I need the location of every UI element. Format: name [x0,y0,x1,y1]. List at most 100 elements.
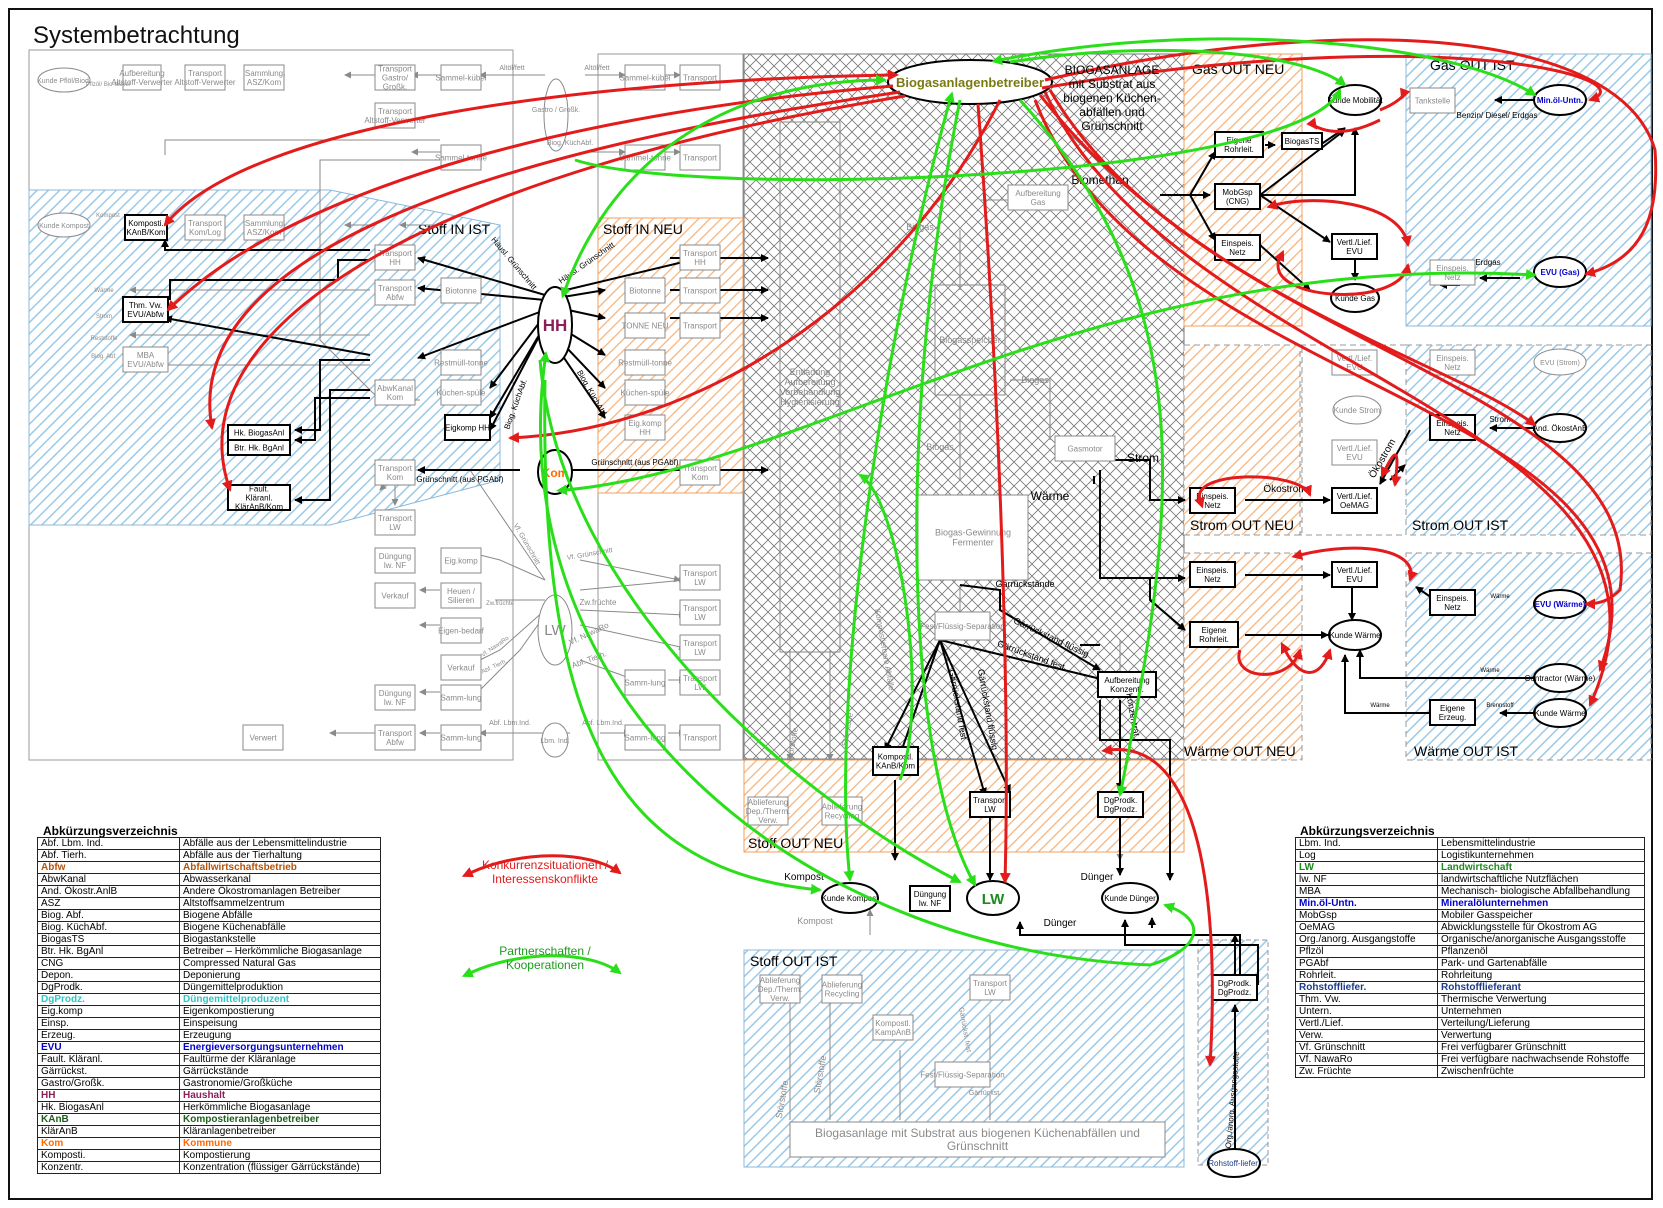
legend-desc: Kommune [179,1137,381,1150]
box-sammelkuebel: Sammel-kübel [435,64,487,91]
box-label: Samm-lung [625,678,666,687]
legend-desc: Mineralölunternehmen [1437,897,1645,910]
kunde-waerme-neu-node [1328,619,1382,651]
box-label: DgProdk.DgProdz. [1104,796,1137,814]
legend-desc: Abfälle aus der Tierhaltung [179,849,381,862]
box-eigkomp-left: Eig.komp [440,547,482,574]
evu-waerme-label: EVU (Wärme) [1535,600,1586,609]
region-title-stoff-out-ist: Stoff OUT IST [750,953,838,969]
box-label: Küchen-spüle [437,388,486,397]
legend-row: DgProdz.Düngemittelproduzent [37,993,381,1006]
edge-label-abf-tierh: Abf. Tierh. [481,658,509,675]
legend-desc: Einspeisung [179,1017,381,1030]
legend-abbr: CNG [37,957,180,970]
legend-row: Verw.Verwertung [1295,1029,1645,1042]
box-label: Verkauf [381,591,409,600]
edge-label-strom-left: Strom [96,314,112,320]
legend-abbr: Komposti. [37,1149,180,1162]
contractor-label: Contractor (Wärme) [1525,674,1596,683]
box-restmuelltonne-neu: Restmüll-tonne [618,349,672,376]
edge-label-strom: Strom [1127,451,1159,465]
legend-row: Rohrleit.Rohrleitung [1295,969,1645,982]
box-restmuelltonne: Restmüll-tonne [434,349,488,376]
edge-label-biogas3: Biogas [926,442,954,452]
legend-desc: Zwischenfrüchte [1437,1065,1645,1078]
evu-strom-label: EVU (Strom) [1540,360,1580,367]
legend-abbr: OeMAG [1295,921,1438,934]
legend-desc: Mobiler Gasspeicher [1437,909,1645,922]
box-label: Verkauf [447,663,475,672]
box-sammlung: Samm-lung [440,684,482,711]
legend-row: Konzentr.Konzentration (flüssiger Gärrüc… [37,1161,381,1174]
legend-desc: landwirtschaftliche Nutzflächen [1437,873,1645,886]
legend-desc: Verteilung/Lieferung [1437,1017,1645,1030]
legend-abbr: KlärAnB [37,1125,180,1138]
legend-desc: Landwirtschaft [1437,861,1645,874]
rohstofflief-node [1207,1148,1261,1178]
legend-desc: Kompostieranlagenbetreiber [179,1113,381,1126]
legend-desc: Verwertung [1437,1029,1645,1042]
region-stoff-in-neu [597,217,744,494]
legend-desc: Thermische Verwertung [1437,993,1645,1006]
legend-desc: Gärrückstände [179,1065,381,1078]
edge-label-waerme-ist3: Wärme [1370,703,1390,709]
box-label: Kompostl.KAnB/Kom [876,752,915,770]
edge-label-benzin: Benzin/ Diesel/ Erdgas [1457,111,1538,120]
legend-abbr: Abf. Tierh. [37,849,180,862]
box-label: BiogasTS [1285,137,1320,146]
legend-abbr: Vf. Grünschnitt [1295,1041,1438,1054]
edge-label-grunschnitt-pgabf: Grünschnitt (aus PGAbf) [591,458,678,467]
region-title-strom-out-neu: Strom OUT NEU [1190,517,1294,533]
box-label: Küchen-spüle [621,388,670,397]
legend-abbr: Abfw [37,861,180,874]
legend-abbr: Hk. BiogasAnl [37,1101,180,1114]
edge-label-duenger: Dünger [1081,872,1114,883]
box-label: Hk. BiogasAnl [234,428,284,437]
legend-abbr: Einsp. [37,1017,180,1030]
edge-label-vf-nawaro: Vf. NawaRo [481,635,511,659]
edge-label-altoelfett2: Altöl/fett [584,65,609,72]
kunde-duenger-label: Kunde Dünger [1104,894,1156,903]
box-label: Restmüll-tonne [618,358,672,367]
legend-desc: Rohrleitung [1437,969,1645,982]
box-verkauf: Verkauf [374,582,416,609]
minoel-node [1533,84,1587,116]
edge-label-biogas2: Biogas [1021,375,1049,385]
kunde-kompost-left-node [37,212,91,238]
region-title-waerme-out-ist: Wärme OUT IST [1414,743,1518,759]
legend-abbr: DgProdz. [37,993,180,1006]
box-biogasts: BiogasTS [1281,132,1323,150]
box-label: Eigkomp HH [445,423,490,432]
legend-desc: Faultürme der Kläranlage [179,1053,381,1066]
box-label: Fest/Flüssig-Separation [920,622,1004,631]
legend-abbr: Btr. Hk. BgAnl [37,945,180,958]
box-komposti-kanb-left: Komposti.KAnB/Kom [124,214,168,241]
region-title-waerme-out-neu: Wärme OUT NEU [1184,743,1296,759]
legend-desc: Rohstofflieferant [1437,981,1645,994]
legend-row: Komposti.Kompostierung [37,1149,381,1162]
box-kompostl-kanb-ist: Kompostl.KampAnB [872,1014,914,1041]
note-partnerschaften: Partnerschaften / Kooperationen [499,944,591,972]
legend-abbr: Verw. [1295,1029,1438,1042]
partnership-arcs [461,37,1537,978]
